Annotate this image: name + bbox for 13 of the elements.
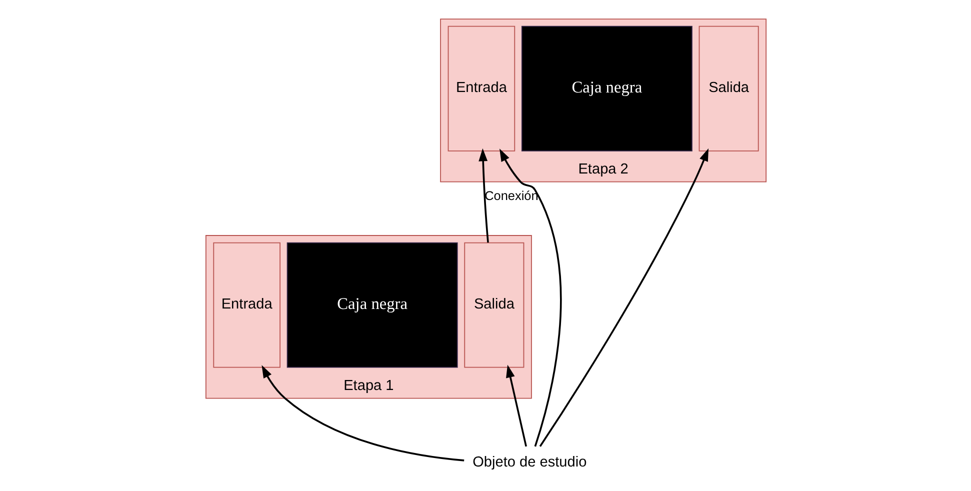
node-box: Entrada (212, 242, 280, 368)
arrow (538, 148, 708, 447)
node-text: Objeto de estudio (472, 454, 586, 470)
node-box: Entrada (447, 26, 515, 152)
arrow (478, 148, 488, 243)
node-box: Caja negra (520, 26, 692, 152)
arrow (261, 365, 464, 462)
edge-label: Conexión (484, 188, 538, 204)
arrow (506, 364, 526, 447)
arrow (499, 148, 562, 447)
node-box: Salida (464, 242, 524, 368)
node-box: Caja negra (286, 242, 458, 368)
node-box: Salida (698, 26, 758, 152)
